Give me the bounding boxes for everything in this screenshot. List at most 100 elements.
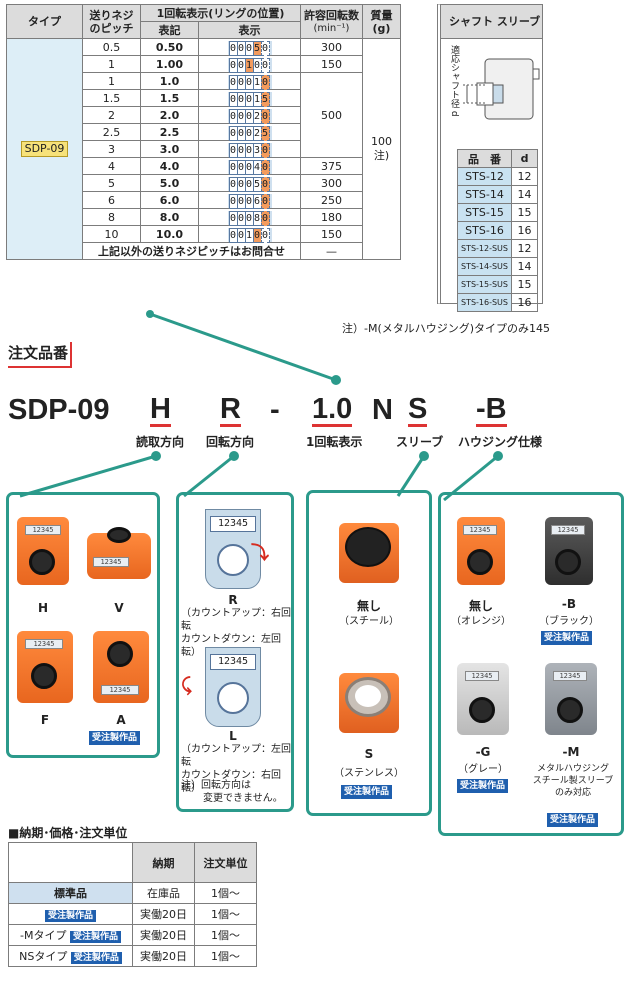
knob-v-image: 12345 (87, 527, 151, 579)
option-v-label: V (114, 601, 124, 615)
option-r-label: R (228, 593, 238, 607)
sleeve-stainless-image (339, 673, 399, 733)
delivery-unit: 1個〜 (194, 924, 257, 946)
pitch-cell: 10 (82, 225, 141, 243)
pitch-cell: 1 (82, 72, 141, 90)
sleeve-d: 12 (511, 239, 538, 258)
code-housing: -B (476, 393, 507, 427)
sleeve-d: 16 (511, 221, 538, 240)
sleeve-d: 14 (511, 257, 538, 276)
housing-m-sub: メタルハウジング スチール製スリーブ のみ対応 (532, 764, 614, 798)
hyoki-cell: 3.0 (140, 140, 199, 158)
delivery-lead: 実働20日 (132, 924, 195, 946)
code-dash: - (270, 394, 280, 426)
sleeve-part: STS-12 (457, 167, 512, 186)
hyoji-header: 表示 (198, 21, 301, 39)
pitch-cell: 2 (82, 106, 141, 124)
speed-cell: 500 (300, 72, 363, 158)
sleeve-d: 16 (511, 293, 538, 312)
knob-h-image: 12345 (17, 517, 69, 585)
sleeve-drawing-label: 適応シャフト径 d (449, 45, 459, 117)
option-a-label: A (116, 713, 126, 727)
rotation-panel: 12345 ⤵ R （カウントアップ：右回転 カウントダウン：左回転） 1234… (176, 492, 294, 812)
speed-cell: 300 (300, 38, 363, 56)
option-f-label: F (40, 713, 50, 727)
arrow-left-icon: ⤹ (181, 675, 192, 696)
pitch-header: 送りネジのピッチ (82, 4, 141, 39)
sleeve-part: STS-15 (457, 203, 512, 222)
delivery-title: ■納期･価格･注文単位 (8, 826, 128, 840)
housing-b-label: -B (561, 597, 577, 611)
sleeve-d: 15 (511, 203, 538, 222)
sleeve-d: 15 (511, 275, 538, 294)
knob-a-image: 12345 (93, 631, 149, 703)
sleeve-header: シャフト スリーブ (441, 5, 542, 39)
sleeve-option-panel: 無し （スチール） S （ステンレス） 受注製作品 (306, 490, 432, 816)
hyoki-cell: 0.50 (140, 38, 199, 56)
delivery-name-cell: 標準品 (8, 882, 133, 904)
caption-disp: 1回転表示 (306, 435, 363, 449)
speed-cell: 150 (300, 225, 363, 243)
dial-r-image: 12345 (205, 509, 261, 589)
read-direction-panel: 12345 12345 H V 12345 12345 F A 受注製作品 (6, 492, 160, 758)
hyoki-cell: 1.5 (140, 89, 199, 107)
pitch-cell: 1.5 (82, 89, 141, 107)
sleeve-part: STS-14-SUS (457, 257, 512, 276)
housing-none-label: 無し (468, 599, 493, 613)
code-sleeve: S (408, 393, 428, 427)
housing-gray-image: 12345 (457, 663, 509, 735)
pitch-cell: 1 (82, 55, 141, 73)
code-base: SDP-09 (8, 394, 110, 426)
delivery-unit: 1個〜 (194, 903, 257, 925)
hyoki-cell: 1.00 (140, 55, 199, 73)
hyoki-cell: 2.0 (140, 106, 199, 124)
type-header: タイプ (6, 4, 83, 39)
arrow-down-icon: ⤵ (251, 543, 269, 564)
caption-housing: ハウジング仕様 (458, 435, 543, 449)
option-l-label: L (229, 729, 237, 743)
pitch-cell: 8 (82, 208, 141, 226)
hyoki-cell: 10.0 (140, 225, 199, 243)
rotation-note: 注）回転方向は 変更できません。 (181, 780, 283, 804)
caption-rot: 回転方向 (206, 435, 255, 449)
pitch-cell: 0.5 (82, 38, 141, 56)
sleeve-d: 14 (511, 185, 538, 204)
footnote: 注）-M(メタルハウジング)タイプのみ145 (342, 322, 551, 335)
code-rot: R (220, 393, 241, 427)
housing-none-sub: （オレンジ） (451, 616, 511, 627)
hyoki-cell: 2.5 (140, 123, 199, 141)
caption-read: 読取方向 (136, 435, 185, 449)
sleeve-part: STS-15-SUS (457, 275, 512, 294)
lead-header: 納期 (132, 842, 195, 883)
housing-orange-image: 12345 (457, 517, 505, 585)
delivery-name-cell: NSタイプ 受注製作品 (8, 945, 133, 967)
delivery-badge: 受注製作品 (69, 931, 121, 943)
delivery-lead: 実働20日 (132, 903, 195, 925)
mass-header: 質量(g) (362, 4, 401, 39)
display-group-header: 1回転表示(リングの位置) (140, 4, 301, 22)
delivery-unit: 1個〜 (194, 882, 257, 904)
pitch-cell: 3 (82, 140, 141, 158)
